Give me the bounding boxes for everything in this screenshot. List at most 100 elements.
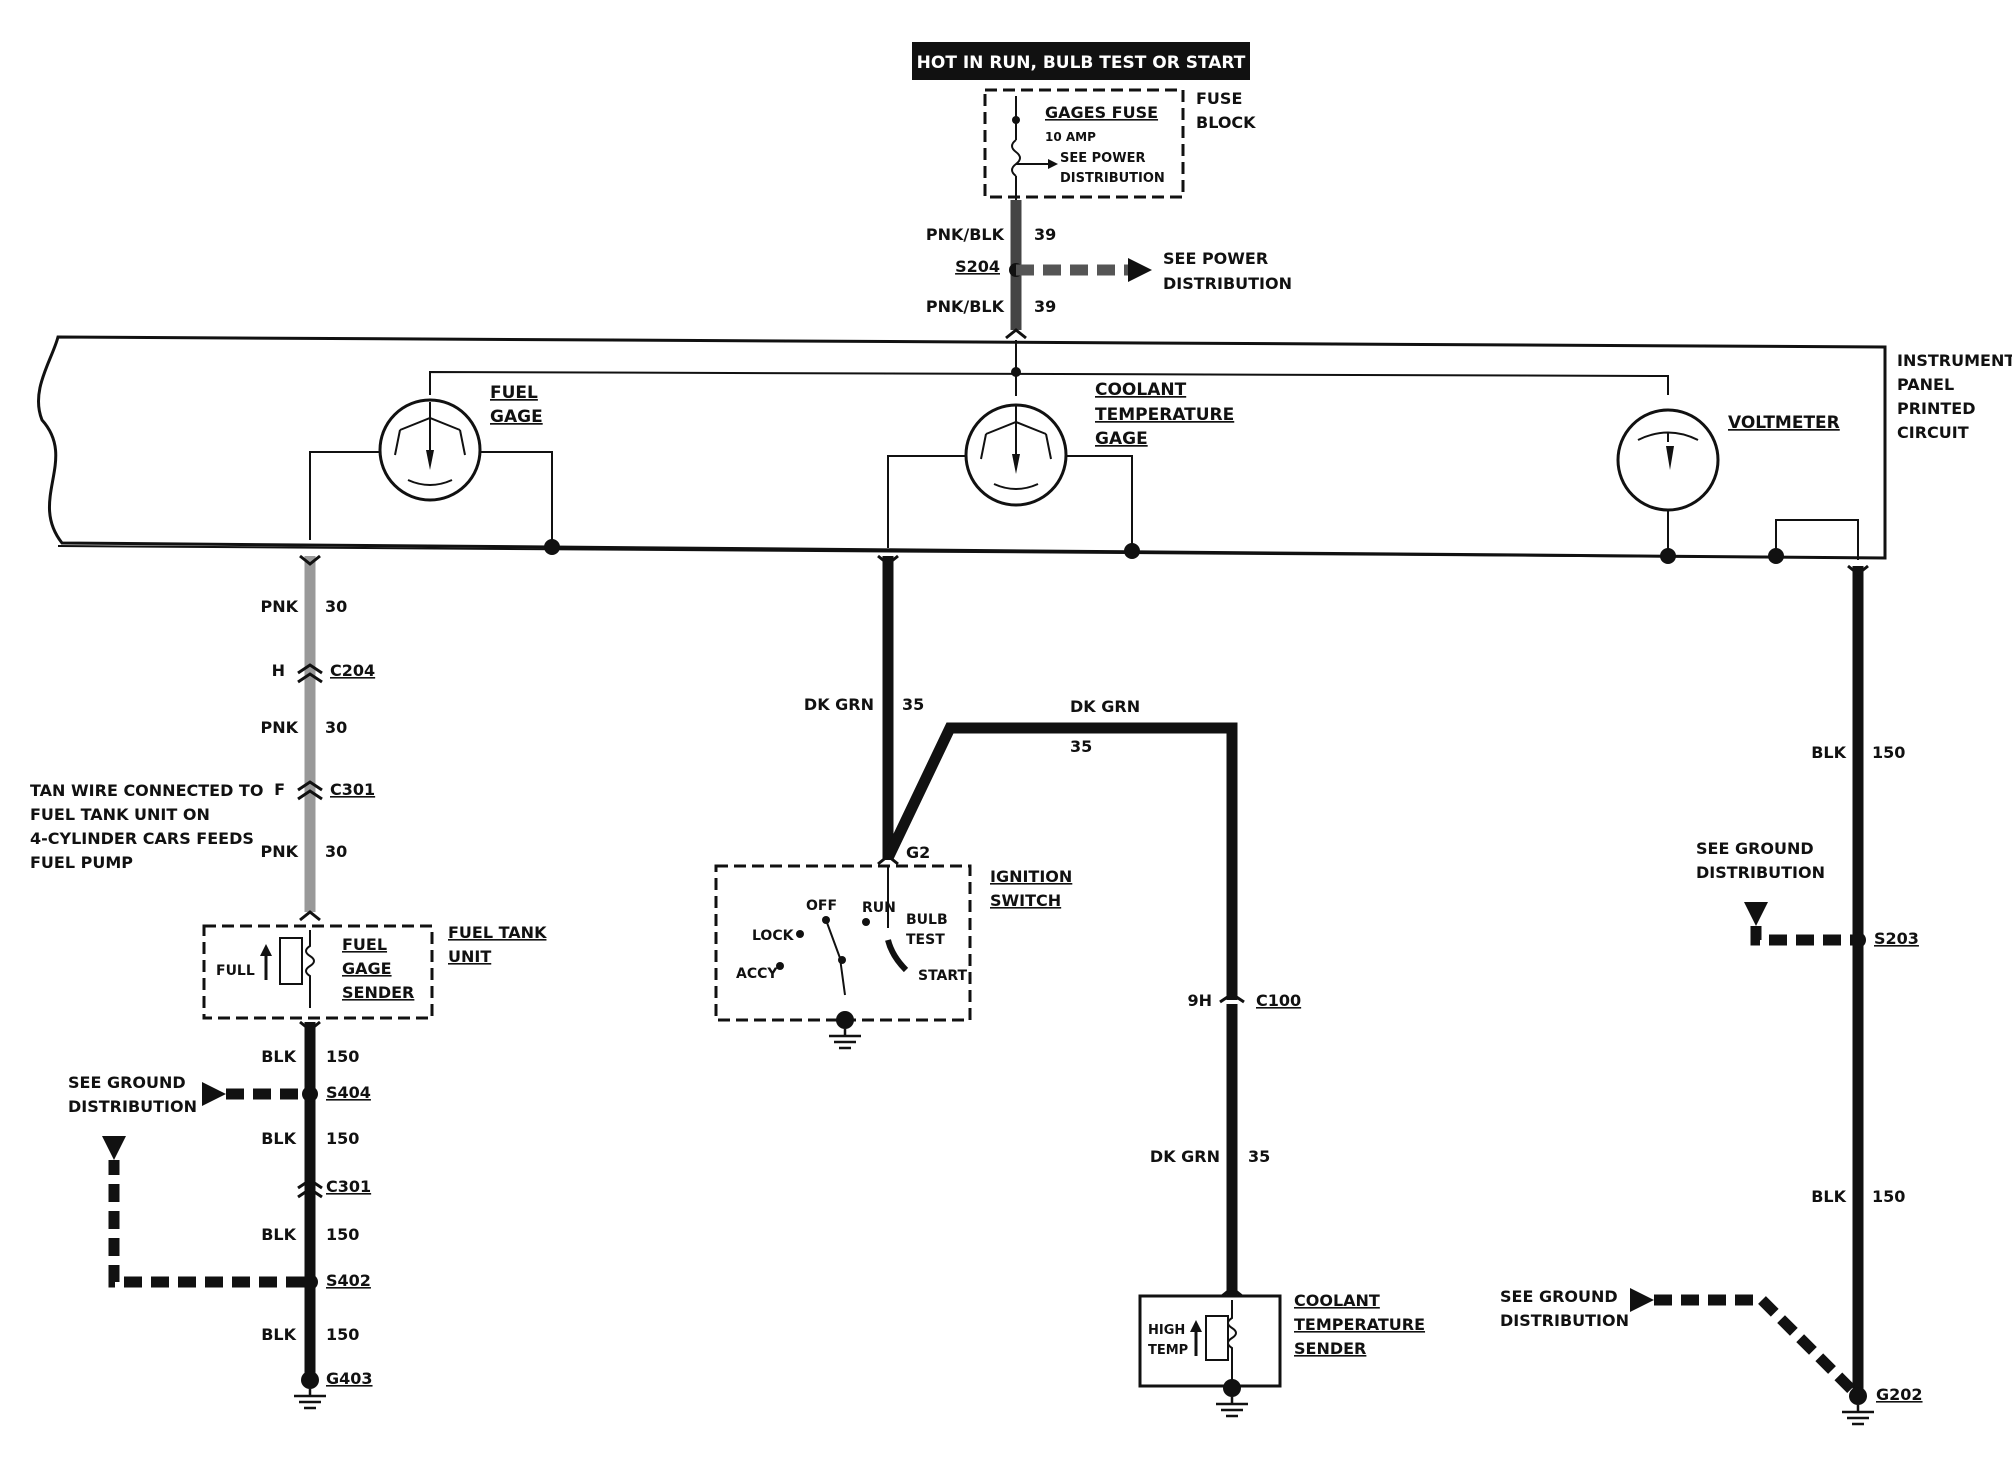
fuel-gage-label-2: GAGE (490, 407, 543, 427)
ignition-run-contact (862, 918, 870, 926)
coolant-wire2-circuit: 35 (1070, 737, 1092, 756)
s402-ground-wire (108, 1160, 304, 1288)
fuel-wire3-color: PNK (260, 842, 298, 861)
fuel-wire1-circuit: 30 (325, 597, 347, 616)
ignition-switch-label-1: IGNITION (990, 867, 1072, 886)
gages-fuse-name: GAGES FUSE (1045, 103, 1158, 122)
fuel-gage-label-1: FUEL (490, 383, 538, 403)
coolant-gage-label-1: COOLANT (1095, 380, 1187, 400)
volt-panel-connector-icon (1847, 564, 1869, 576)
panel-feed-node (1011, 367, 1021, 377)
ign-lock: LOCK (752, 928, 795, 944)
volt-ground-jumper (1775, 519, 1859, 560)
ign-test: TEST (906, 932, 945, 948)
volt-blk1-color: BLK (1811, 743, 1846, 762)
fuel-sender-full: FULL (216, 963, 255, 979)
fuel-gage-coil-icon (394, 402, 466, 486)
coolant-sender-box (1138, 1294, 1282, 1388)
g403-ground-node (301, 1371, 319, 1389)
feed-wire-top-circuit: 39 (1034, 225, 1056, 244)
voltmeter-ground-node (1660, 548, 1676, 564)
s404-see-ground-2: DISTRIBUTION (68, 1097, 197, 1116)
fuel-blk4-color: BLK (261, 1325, 296, 1344)
c204-pin: H (272, 661, 285, 680)
fuel-sender-arrow-icon (260, 944, 272, 956)
fuel-tank-unit-box (202, 924, 434, 1020)
g2-label: G2 (906, 843, 930, 862)
g403-label: G403 (326, 1369, 373, 1388)
ignition-pivot (838, 956, 846, 964)
fuel-sender-connector-icon (299, 910, 321, 922)
fuel-blk2-circuit: 150 (326, 1129, 359, 1148)
feed-wire-bottom-circuit: 39 (1034, 297, 1056, 316)
s203-ground-arrow-icon (1744, 902, 1768, 926)
fuel-blk2-color: BLK (261, 1129, 296, 1148)
fuel-gage-left-wire (309, 451, 380, 540)
fuel-sender-resistor-box (279, 937, 303, 985)
coolant-sender-resistor-box (1205, 1315, 1229, 1361)
ignition-accy-contact (776, 962, 784, 970)
ignition-ground-node (836, 1011, 854, 1029)
fuel-sender-label-2: GAGE (342, 959, 392, 978)
tan-wire-note-4: FUEL PUMP (30, 853, 133, 872)
feed-see-power-2: DISTRIBUTION (1163, 274, 1292, 293)
coolant-wire3-color: DK GRN (1150, 1147, 1220, 1166)
g202-ground-arrow-icon (1630, 1288, 1654, 1312)
feed-see-power-arrow-icon (1128, 258, 1152, 282)
c100-pin: 9H (1187, 991, 1212, 1010)
g403-ground-icon (294, 1389, 326, 1410)
coolant-gage-right-wire (1066, 455, 1133, 551)
coolant-wire1-circuit: 35 (902, 695, 924, 714)
g202-see-ground-1: SEE GROUND (1500, 1287, 1618, 1306)
voltmeter-label: VOLTMETER (1728, 413, 1840, 433)
g202-see-ground-2: DISTRIBUTION (1500, 1311, 1629, 1330)
hot-label: HOT IN RUN, BULB TEST OR START (917, 53, 1246, 73)
fuel-wire2-circuit: 30 (325, 718, 347, 737)
fuse-see-power-arrow-icon (1048, 159, 1058, 169)
coolant-gage-coil-icon (980, 406, 1052, 490)
s402-label: S402 (326, 1271, 371, 1290)
coolant-sender-resistor-icon (1227, 1300, 1237, 1386)
fuel-blk1-color: BLK (261, 1047, 296, 1066)
c301-connector-icon (297, 780, 323, 801)
s204-label: S204 (955, 257, 1000, 276)
fuel-blk3-color: BLK (261, 1225, 296, 1244)
voltmeter-needle-icon (1666, 446, 1674, 470)
fuel-wire2-color: PNK (260, 718, 298, 737)
fuel-tank-ground-connector-icon (299, 1020, 321, 1032)
fuel-panel-connector-icon (299, 554, 321, 566)
coolant-sender-connector-icon (1221, 1286, 1243, 1298)
c204-label: C204 (330, 661, 375, 680)
g202-ground-icon (1842, 1405, 1874, 1426)
coolant-wire1-color: DK GRN (804, 695, 874, 714)
hot-label-box (912, 42, 1250, 80)
coolant-panel-connector-icon (877, 554, 899, 566)
fuel-sender-resistor-icon (305, 930, 315, 1008)
coolant-sender-label-1: COOLANT (1294, 1291, 1380, 1310)
fuse-see-power-2: DISTRIBUTION (1060, 171, 1165, 186)
coolant-dkgrn-wire-2 (883, 722, 1238, 1000)
voltmeter-scale-icon (1637, 431, 1699, 442)
g202-ground-node (1849, 1387, 1867, 1405)
c100-connector-icon (1219, 992, 1245, 1004)
ignition-ground-icon (829, 1029, 861, 1050)
fuse-block-label-2: BLOCK (1196, 113, 1256, 132)
volt-ground-jumper-node (1768, 548, 1784, 564)
ignition-switch-label-2: SWITCH (990, 891, 1061, 910)
c204-connector-icon (297, 663, 323, 684)
coolant-sender-ground-node (1223, 1379, 1241, 1397)
ign-bulb: BULB (906, 912, 948, 928)
tan-wire-note-2: FUEL TANK UNIT ON (30, 805, 210, 824)
coolant-gage-left-wire (887, 455, 966, 548)
s402-splice (302, 1274, 318, 1290)
coolant-sender-label-3: SENDER (1294, 1339, 1366, 1358)
fuse-element-icon (1011, 139, 1021, 177)
panel-label-3: PRINTED (1897, 399, 1976, 418)
gages-fuse-rating: 10 AMP (1045, 130, 1096, 144)
coolant-sender-temp: TEMP (1148, 1343, 1188, 1358)
fuel-gage-icon (378, 398, 482, 502)
c301b-label: C301 (326, 1177, 371, 1196)
coolant-sender-ground-icon (1216, 1397, 1248, 1418)
s203-splice (1850, 932, 1866, 948)
